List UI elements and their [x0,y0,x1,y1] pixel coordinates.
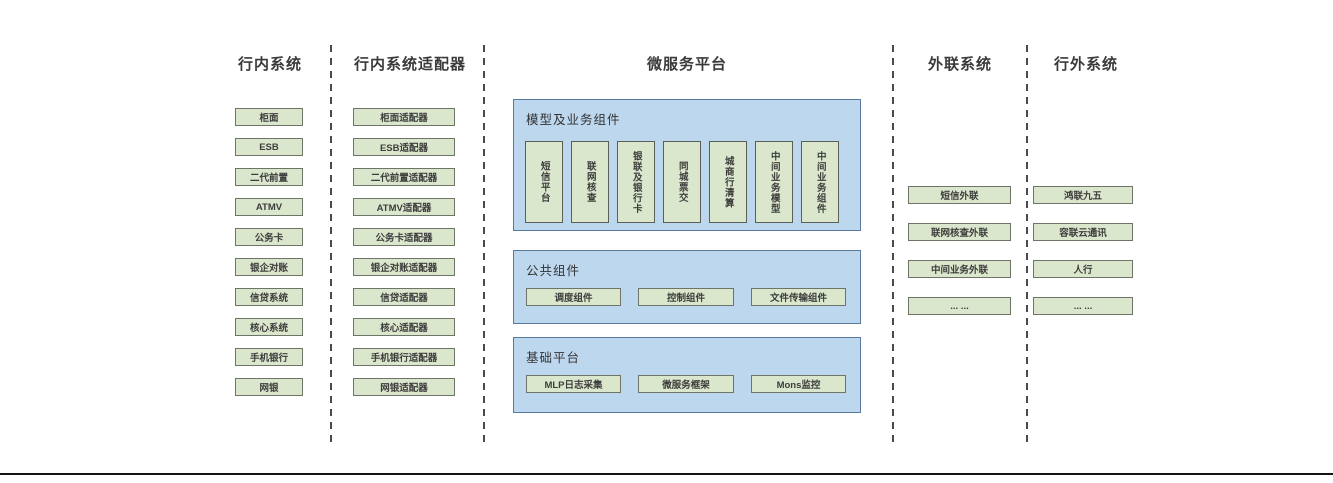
model-component-row: 短信平台 联网核查 银联及银行卡 同城票交 城商行清算 中间业务模型 中间业务组… [525,141,839,223]
platform-model-box: 中间业务组件 [801,141,839,223]
adapter-box: 公务卡适配器 [353,228,455,246]
outreach-box: 联网核查外联 [908,223,1011,241]
column-separator [892,45,894,442]
panel-label: 公共组件 [526,264,581,278]
external-box: 人行 [1033,260,1133,278]
adapter-box: 柜面适配器 [353,108,455,126]
platform-model-box: 联网核查 [571,141,609,223]
outreach-box: 短信外联 [908,186,1011,204]
platform-model-box: 短信平台 [525,141,563,223]
column-title-outreach: 外联系统 [927,56,992,73]
outreach-box: ... ... [908,297,1011,315]
common-component-row: 调度组件 控制组件 文件传输组件 [526,288,846,306]
panel-common-components: 公共组件 调度组件 控制组件 文件传输组件 [513,250,861,324]
column-title-adapter: 行内系统适配器 [353,56,466,73]
common-component-box: 控制组件 [638,288,734,306]
outreach-box: 中间业务外联 [908,260,1011,278]
outreach-system-list: 短信外联 联网核查外联 中间业务外联 ... ... [908,186,1011,334]
adapter-list: 柜面适配器 ESB适配器 二代前置适配器 ATMV适配器 公务卡适配器 银企对账… [353,108,455,408]
column-separator [483,45,485,442]
platform-model-box: 同城票交 [663,141,701,223]
adapter-box: ATMV适配器 [353,198,455,216]
inbank-system-box: 银企对账 [235,258,303,276]
external-box: 容联云通讯 [1033,223,1133,241]
bottom-rule [0,473,1333,475]
platform-model-box: 城商行清算 [709,141,747,223]
adapter-box: 银企对账适配器 [353,258,455,276]
adapter-box: 二代前置适配器 [353,168,455,186]
base-platform-box: MLP日志采集 [526,375,621,393]
inbank-system-box: ATMV [235,198,303,216]
base-platform-row: MLP日志采集 微服务框架 Mons监控 [526,375,846,393]
column-title-platform: 微服务平台 [646,56,727,73]
inbank-system-box: 网银 [235,378,303,396]
external-system-list: 鸿联九五 容联云通讯 人行 ... ... [1033,186,1133,334]
inbank-system-box: 信贷系统 [235,288,303,306]
common-component-box: 调度组件 [526,288,621,306]
column-title-external: 行外系统 [1053,56,1118,73]
platform-model-box: 银联及银行卡 [617,141,655,223]
column-separator [330,45,332,442]
adapter-box: 网银适配器 [353,378,455,396]
base-platform-box: Mons监控 [751,375,846,393]
adapter-box: 信贷适配器 [353,288,455,306]
panel-label: 模型及业务组件 [526,113,621,127]
column-separator [1026,45,1028,442]
adapter-box: 手机银行适配器 [353,348,455,366]
inbank-system-box: 核心系统 [235,318,303,336]
inbank-system-list: 柜面 ESB 二代前置 ATMV 公务卡 银企对账 信贷系统 核心系统 手机银行… [235,108,303,408]
column-title-inbank: 行内系统 [237,56,302,73]
base-platform-box: 微服务框架 [638,375,734,393]
inbank-system-box: 公务卡 [235,228,303,246]
panel-model-business-components: 模型及业务组件 短信平台 联网核查 银联及银行卡 同城票交 城商行清算 中间业务… [513,99,861,231]
platform-model-box: 中间业务模型 [755,141,793,223]
inbank-system-box: 二代前置 [235,168,303,186]
panel-base-platform: 基础平台 MLP日志采集 微服务框架 Mons监控 [513,337,861,413]
adapter-box: ESB适配器 [353,138,455,156]
panel-label: 基础平台 [526,351,581,365]
external-box: 鸿联九五 [1033,186,1133,204]
external-box: ... ... [1033,297,1133,315]
inbank-system-box: ESB [235,138,303,156]
inbank-system-box: 手机银行 [235,348,303,366]
common-component-box: 文件传输组件 [751,288,846,306]
adapter-box: 核心适配器 [353,318,455,336]
inbank-system-box: 柜面 [235,108,303,126]
